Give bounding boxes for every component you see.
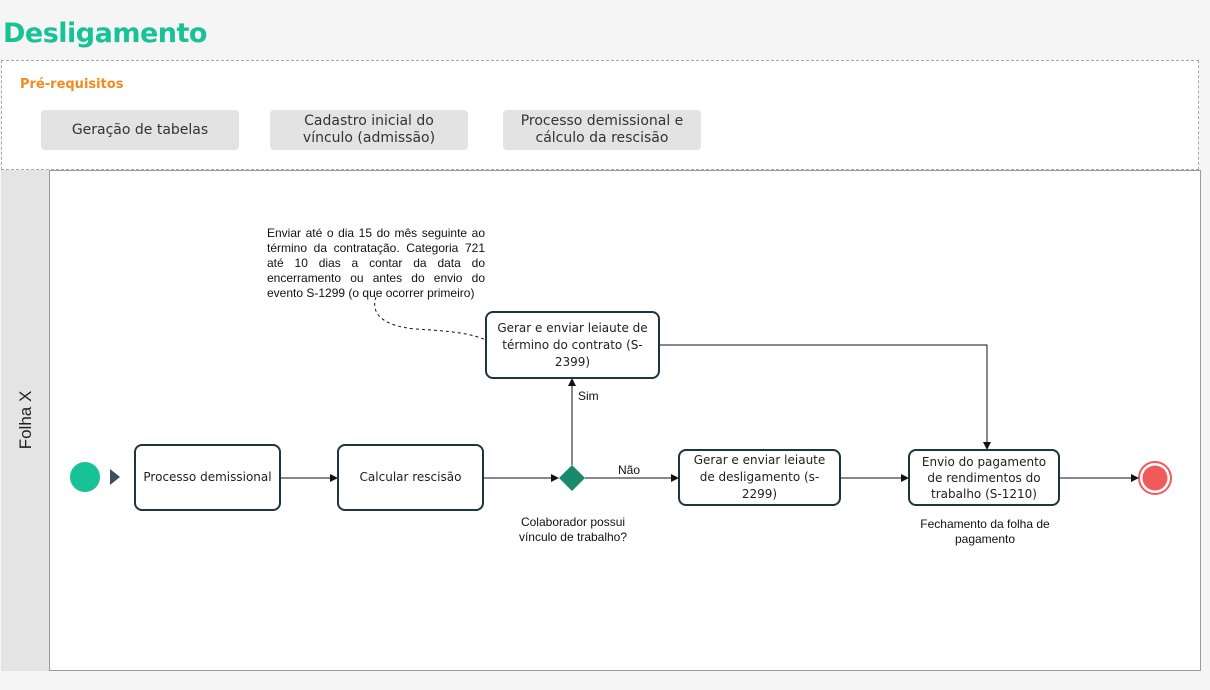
task-calcular-rescisao[interactable]: Calcular rescisão [337,444,484,511]
fechamento-annotation: Fechamento da folha de pagamento [920,517,1050,546]
label-sim: Sim [578,389,599,403]
task-envio-pagamento[interactable]: Envio do pagamento de rendimentos do tra… [908,449,1060,506]
prereq-cadastro-inicial[interactable]: Cadastro inicial do vínculo (admissão) [270,110,468,150]
prerequisites-label: Pré-requisitos [20,77,124,92]
task-processo-demissional[interactable]: Processo demissional [134,444,281,511]
task-gerar-desligamento[interactable]: Gerar e enviar leiaute de desligamento (… [678,449,841,506]
lane-header: Folha X [1,170,50,671]
start-pointer-icon [110,469,120,485]
page-title: Desligamento [3,18,207,49]
prerequisites-panel: Pré-requisitos Geração de tabelas Cadast… [1,60,1199,170]
prereq-processo-demissional[interactable]: Processo demissional e cálculo da rescis… [503,110,701,150]
prereq-geracao-tabelas[interactable]: Geração de tabelas [41,110,239,150]
flow-termino-to-envio [659,344,991,450]
gateway-question: Colaborador possui vínculo de trabalho? [518,515,628,544]
swimlane-pool: Folha X [1,170,1201,671]
deadline-annotation: Enviar até o dia 15 do mês seguinte ao t… [267,226,485,300]
task-gerar-termino-contrato[interactable]: Gerar e enviar leiaute de término do con… [485,311,660,379]
start-event[interactable] [70,462,100,492]
decision-gateway[interactable] [559,465,585,491]
label-nao: Não [618,463,641,477]
annotation-connector [374,296,487,341]
lane-body [50,170,1201,671]
end-event-inner [1142,465,1168,491]
